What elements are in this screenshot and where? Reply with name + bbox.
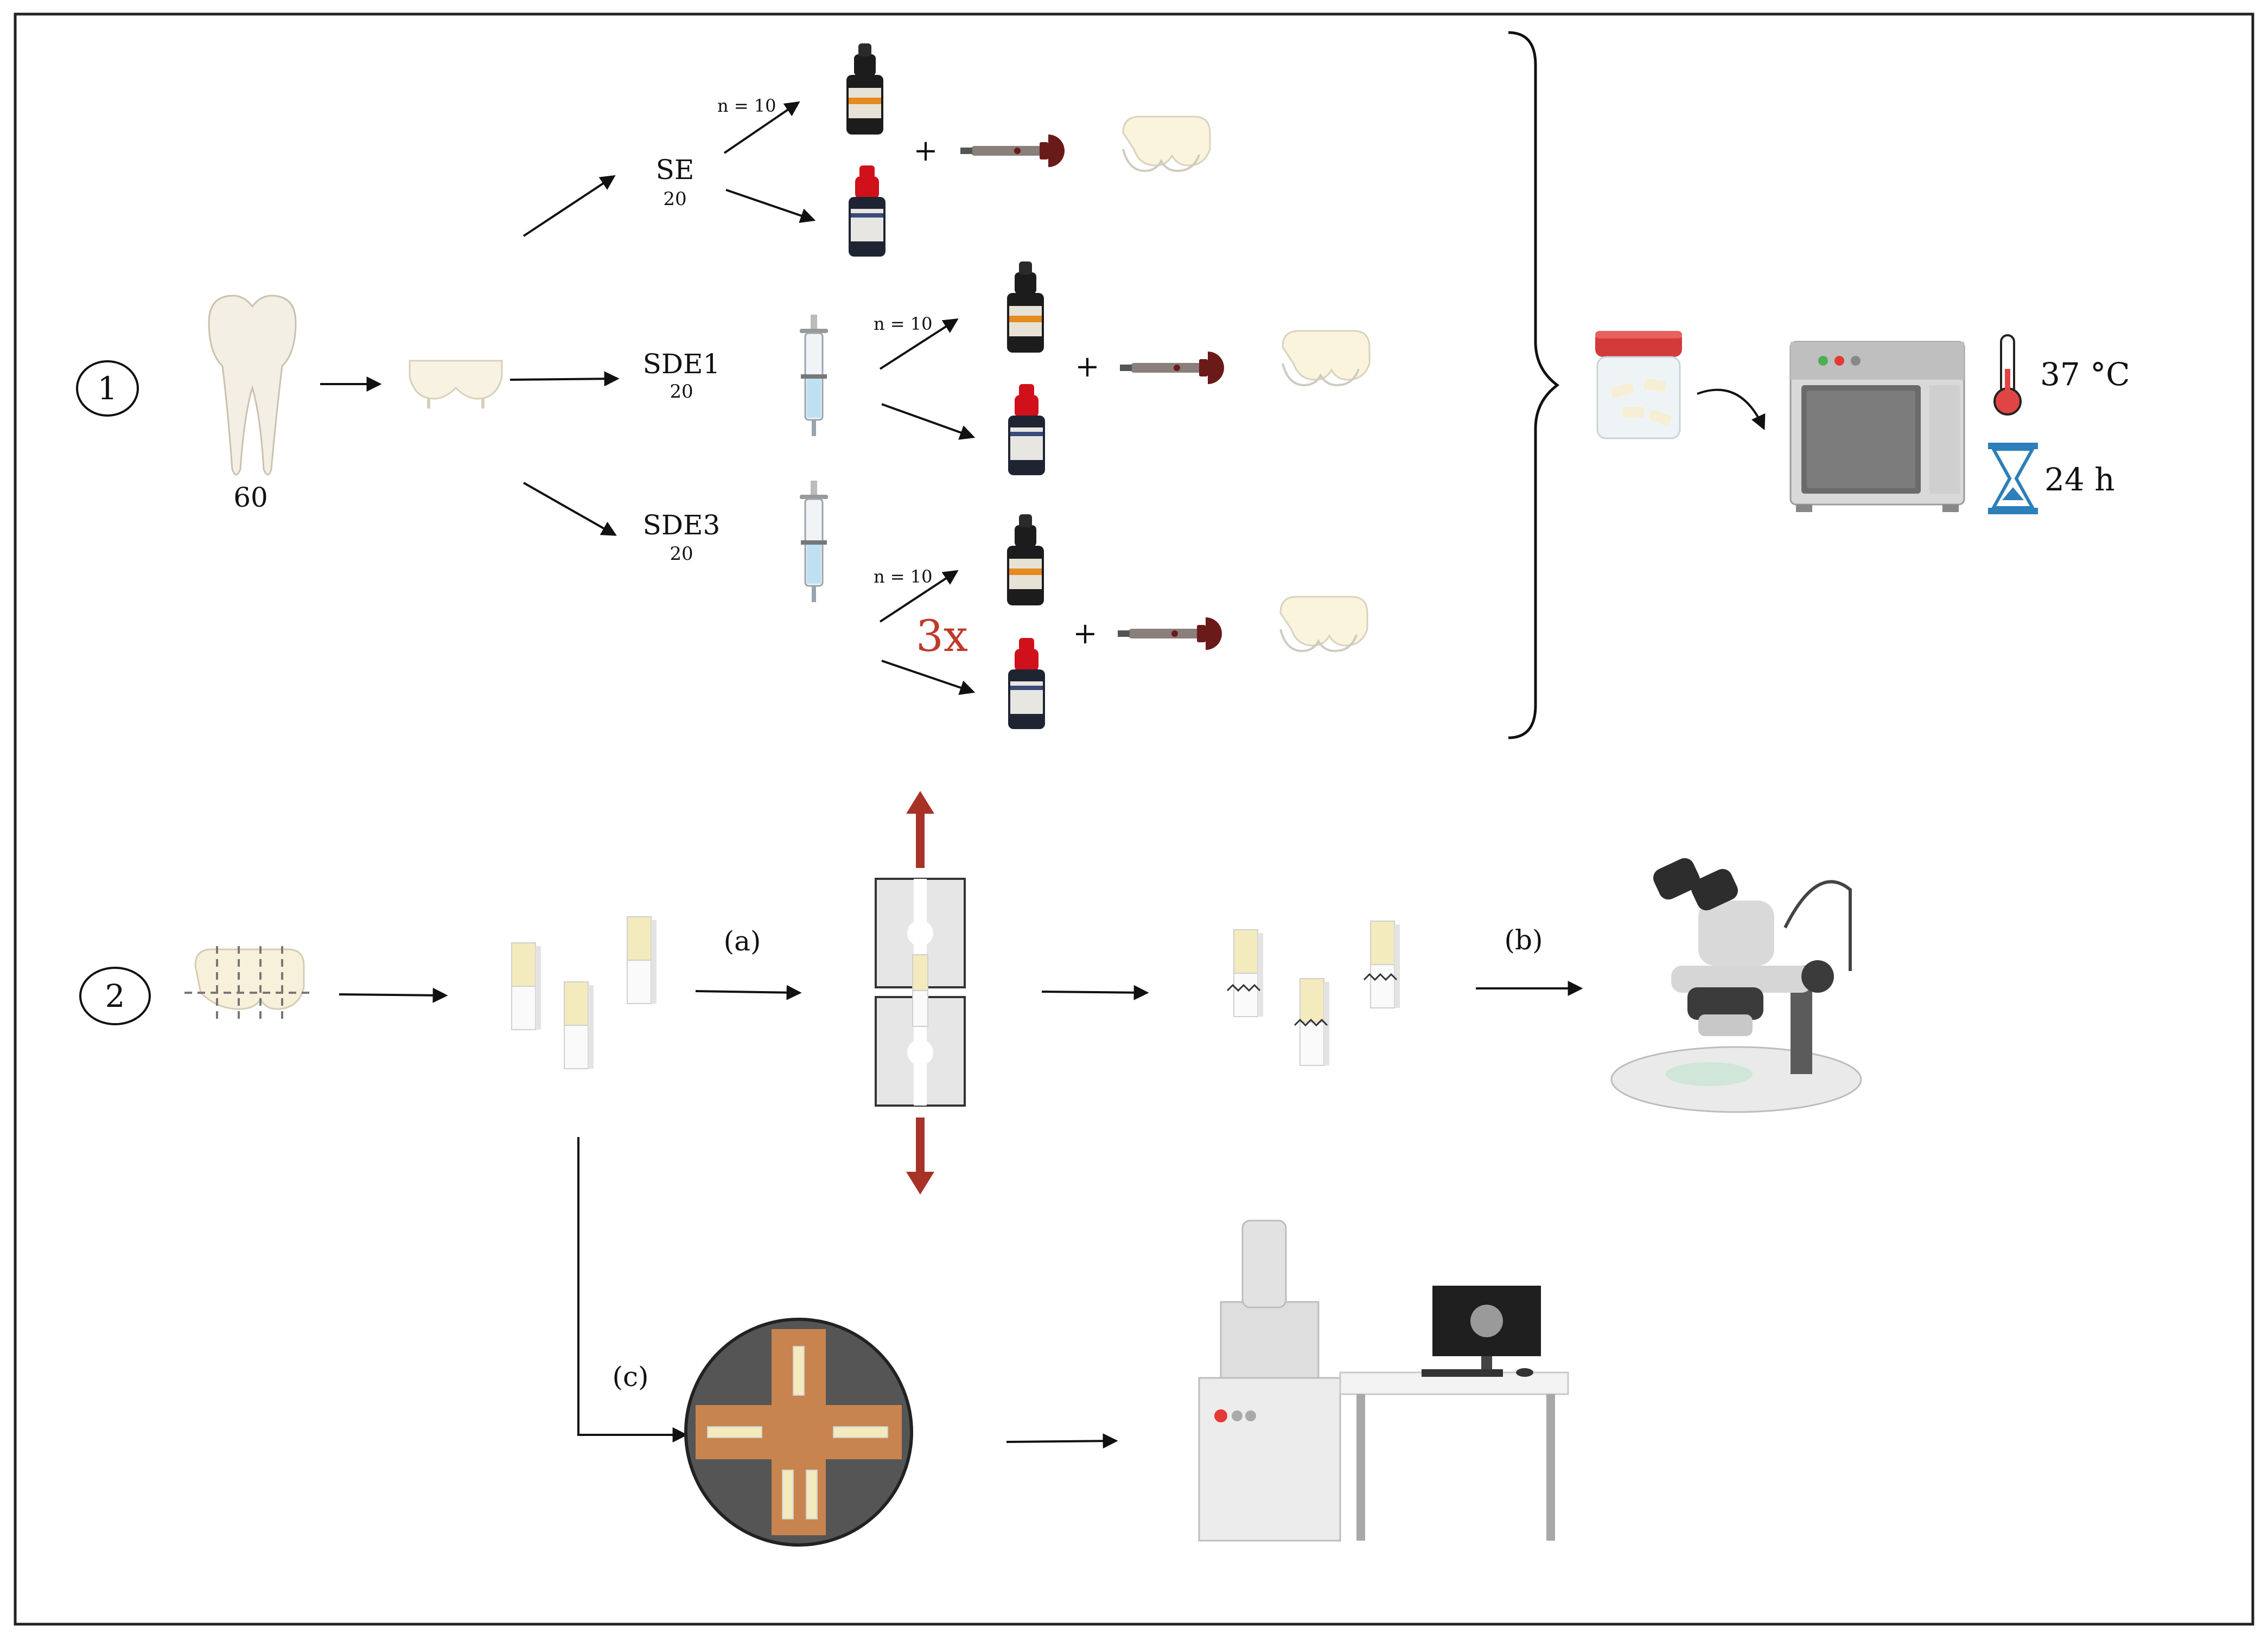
arrow-to-fractured [1041, 985, 1149, 1000]
step-1-marker: 1 [76, 360, 139, 417]
black-adhesive-bottle-icon [1007, 514, 1044, 605]
group-sde3: SDE3 20 [643, 509, 721, 565]
arrow-to-jig [695, 985, 802, 1000]
composite-syringe-icon [1118, 617, 1222, 650]
group-sde1-count: 20 [670, 381, 693, 403]
arrow-to-sde1 [509, 371, 620, 387]
group-sde3-name: SDE3 [643, 509, 721, 541]
red-adhesive-bottle-icon [849, 165, 885, 257]
time-label: 24 h [2044, 461, 2115, 498]
specimen-jar-icon [1595, 331, 1682, 439]
arrow-to-sem-stub [577, 1137, 688, 1442]
sde1-n-label: n = 10 [874, 314, 932, 334]
composite-syringe-icon [1120, 352, 1224, 384]
outer-frame [14, 12, 2254, 1626]
sde1-arrow-down [881, 403, 976, 440]
restored-crown-icon [1122, 116, 1211, 172]
se-n-label: n = 10 [717, 95, 776, 116]
step-1-label: 1 [98, 370, 118, 407]
fractured-sticks-icon [1226, 921, 1400, 1066]
restored-crown-icon [1282, 330, 1371, 386]
arrow-to-sde3 [523, 482, 617, 536]
molar-tooth-icon [208, 295, 297, 476]
se-arrow-up [723, 101, 800, 154]
group-sde1: SDE1 20 [643, 348, 721, 403]
hourglass-icon [1988, 443, 2038, 514]
sectioned-tooth-icon [184, 946, 315, 1022]
group-se-name: SE [656, 154, 695, 186]
temperature-label: 37 °C [2040, 356, 2130, 393]
test-c-label: (c) [612, 1361, 648, 1393]
black-adhesive-bottle-icon [1007, 261, 1044, 353]
stereomicroscope-icon [1610, 858, 1862, 1113]
composite-syringe-icon [960, 135, 1065, 167]
sde3-n-label: n = 10 [874, 566, 932, 587]
dentin-syringe-icon [799, 314, 829, 437]
repeat-label: 3x [916, 611, 968, 661]
tooth-count: 60 [233, 482, 268, 513]
sde3-plus: + [1073, 616, 1097, 650]
sde1-arrow-up [879, 318, 959, 370]
step-2-label: 2 [105, 978, 125, 1014]
group-sde1-name: SDE1 [643, 348, 721, 380]
sem-stub-icon [684, 1318, 913, 1547]
microtensile-jig-icon [875, 791, 966, 1195]
group-se: SE 20 [656, 154, 695, 210]
group-sde3-count: 20 [670, 543, 693, 565]
se-arrow-down [725, 189, 816, 223]
red-adhesive-bottle-icon [1008, 638, 1045, 729]
sde1-plus: + [1075, 349, 1099, 384]
test-a-label: (a) [724, 925, 761, 957]
arrow-jar-to-incubator [1697, 388, 1766, 431]
test-b-label: (b) [1504, 924, 1543, 956]
step-2-marker: 2 [79, 967, 151, 1025]
black-adhesive-bottle-icon [846, 43, 883, 135]
grouping-brace [1508, 31, 1560, 739]
restored-crown-icon [1279, 596, 1368, 652]
arrow-to-sticks [339, 987, 448, 1003]
dentin-syringe-icon [799, 480, 829, 603]
sde3-arrow-up [879, 570, 959, 623]
red-adhesive-bottle-icon [1008, 384, 1045, 475]
crown-section-icon [409, 360, 503, 408]
thermometer-icon [1993, 334, 2022, 416]
arrow-to-se [523, 175, 616, 237]
stick-specimens-icon [511, 916, 657, 1069]
se-plus: + [913, 133, 938, 168]
sde3-arrow-down [881, 660, 976, 695]
incubator-icon [1789, 341, 1965, 512]
sem-microscope-icon [1198, 1219, 1569, 1542]
arrow-to-sem [1006, 1433, 1118, 1449]
group-se-count: 20 [663, 188, 686, 210]
